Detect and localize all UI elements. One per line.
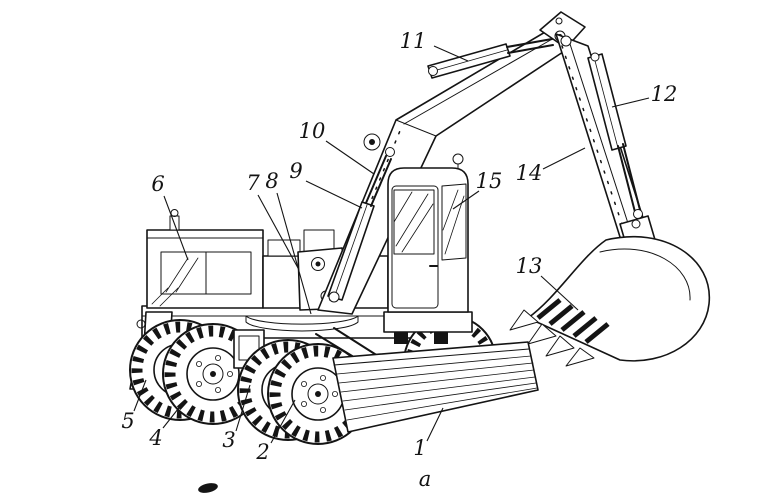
part-label-12: 12 [651, 82, 678, 106]
part-label-9: 9 [289, 159, 302, 183]
figure-caption: a [419, 467, 432, 491]
leader-line-2 [270, 399, 296, 444]
leader-line-8 [276, 192, 312, 315]
part-label-3: 3 [222, 428, 235, 452]
leader-line-11 [433, 45, 469, 62]
front-wheel-pair [237, 339, 369, 445]
part-label-11: 11 [400, 29, 427, 53]
turntable [245, 315, 359, 332]
part-label-1: 1 [413, 436, 426, 460]
leader-line-14 [542, 147, 586, 170]
part-label-8: 8 [265, 169, 278, 193]
leader-line-9 [305, 180, 363, 209]
boom-lift-cylinder [327, 147, 395, 303]
leader-line-13 [540, 275, 579, 311]
part-label-14: 14 [516, 161, 543, 185]
engine-housing [146, 209, 264, 309]
leader-line-7 [257, 194, 299, 269]
dozer-blade [332, 341, 539, 433]
part-label-5: 5 [121, 409, 134, 433]
cab [383, 153, 473, 344]
part-label-10: 10 [299, 119, 326, 143]
arm-cylinder [427, 38, 554, 79]
leader-line-15 [452, 190, 480, 210]
part-label-13: 13 [516, 254, 543, 278]
part-label-4: 4 [148, 426, 162, 450]
leader-line-3 [235, 384, 251, 432]
stick-arm [555, 33, 653, 257]
leader-line-6 [163, 195, 189, 261]
leader-line-10 [325, 140, 375, 175]
part-label-6: 6 [151, 172, 164, 196]
bucket-cylinder [587, 52, 643, 219]
leader-line-5 [133, 379, 147, 412]
part-label-15: 15 [476, 169, 503, 193]
leader-line-12 [611, 97, 650, 108]
adjacent-figure-fragment [198, 483, 218, 493]
leader-line-1 [426, 407, 444, 442]
part-label-2: 2 [255, 440, 269, 464]
bucket [509, 235, 710, 367]
leader-line-4 [162, 403, 183, 429]
part-label-7: 7 [246, 171, 260, 195]
